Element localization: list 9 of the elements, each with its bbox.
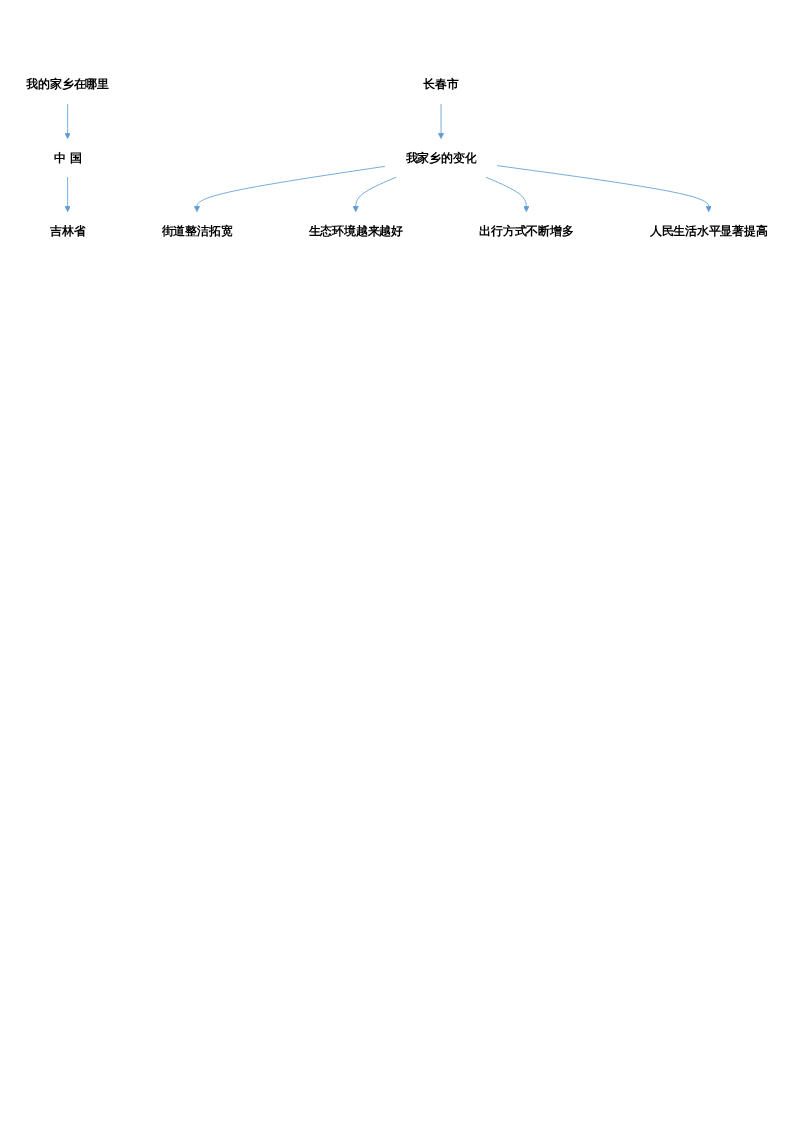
node-text: 生态环境越来越好: [308, 223, 403, 238]
node-text: 中 国: [53, 150, 82, 165]
node-text: 长春市: [423, 77, 459, 92]
node-text: 我家乡的变化: [405, 150, 477, 165]
node-text: 人民生活水平显著提高: [649, 223, 768, 238]
node-text: 街道整洁拓宽: [161, 223, 233, 238]
node-text: 出行方式不断增多: [479, 223, 574, 238]
node-text: 吉林省: [49, 223, 86, 238]
node-text: 我的家乡在哪里: [26, 77, 109, 92]
